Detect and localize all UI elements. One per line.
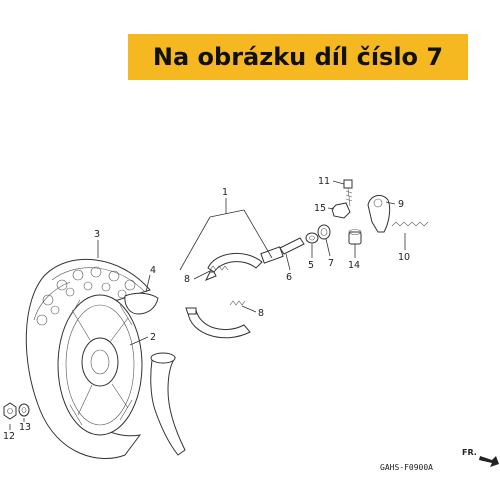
- inner-tube-end: [150, 352, 176, 364]
- banner-text: Na obrázku díl číslo 7: [152, 43, 444, 71]
- callout-6: 6: [286, 272, 292, 283]
- inner-tube: [150, 357, 186, 456]
- callout-11: 11: [318, 176, 330, 187]
- leader-lines: [9, 180, 406, 430]
- callout-7: 7: [328, 258, 334, 269]
- callout-2: 2: [150, 332, 156, 343]
- brake-shoe-spring-lower: [229, 300, 246, 306]
- front-direction-indicator: FR.: [462, 448, 499, 467]
- axle-washer: [18, 403, 30, 417]
- return-spring: [391, 221, 429, 227]
- brake-cam: [260, 237, 305, 264]
- axle-nut: [3, 402, 17, 420]
- callout-9: 9: [398, 199, 404, 210]
- group-bracket: [179, 209, 273, 271]
- diagram-code: GAHS-F0900A: [380, 463, 433, 472]
- callout-3: 3: [94, 229, 100, 240]
- callout-1: 1: [222, 187, 228, 198]
- callout-15: 15: [314, 203, 326, 214]
- brake-arm: [367, 194, 391, 233]
- callout-12: 12: [3, 431, 15, 442]
- brake-shoe-lower: [185, 307, 251, 339]
- callout-14: 14: [348, 260, 360, 271]
- nut: [331, 202, 351, 219]
- callout-13: 13: [19, 422, 31, 433]
- rim-band: [124, 292, 159, 315]
- part-number-banner: Na obrázku díl číslo 7: [128, 34, 468, 80]
- callout-10: 10: [398, 252, 410, 263]
- brake-shoe-spring-upper: [209, 265, 229, 271]
- washer: [305, 232, 319, 244]
- callout-8-lower: 8: [258, 308, 264, 319]
- seal: [317, 224, 331, 240]
- callout-5: 5: [308, 260, 314, 271]
- wheel-rim: [57, 294, 143, 436]
- collar: [348, 229, 362, 245]
- direction-label: FR.: [462, 448, 477, 457]
- callout-8-upper: 8: [184, 274, 190, 285]
- brake-shoe-upper: [204, 252, 263, 281]
- direction-arrow-icon: [479, 456, 499, 467]
- tire: [25, 258, 151, 459]
- bolt: [343, 179, 353, 207]
- callout-4: 4: [150, 265, 156, 276]
